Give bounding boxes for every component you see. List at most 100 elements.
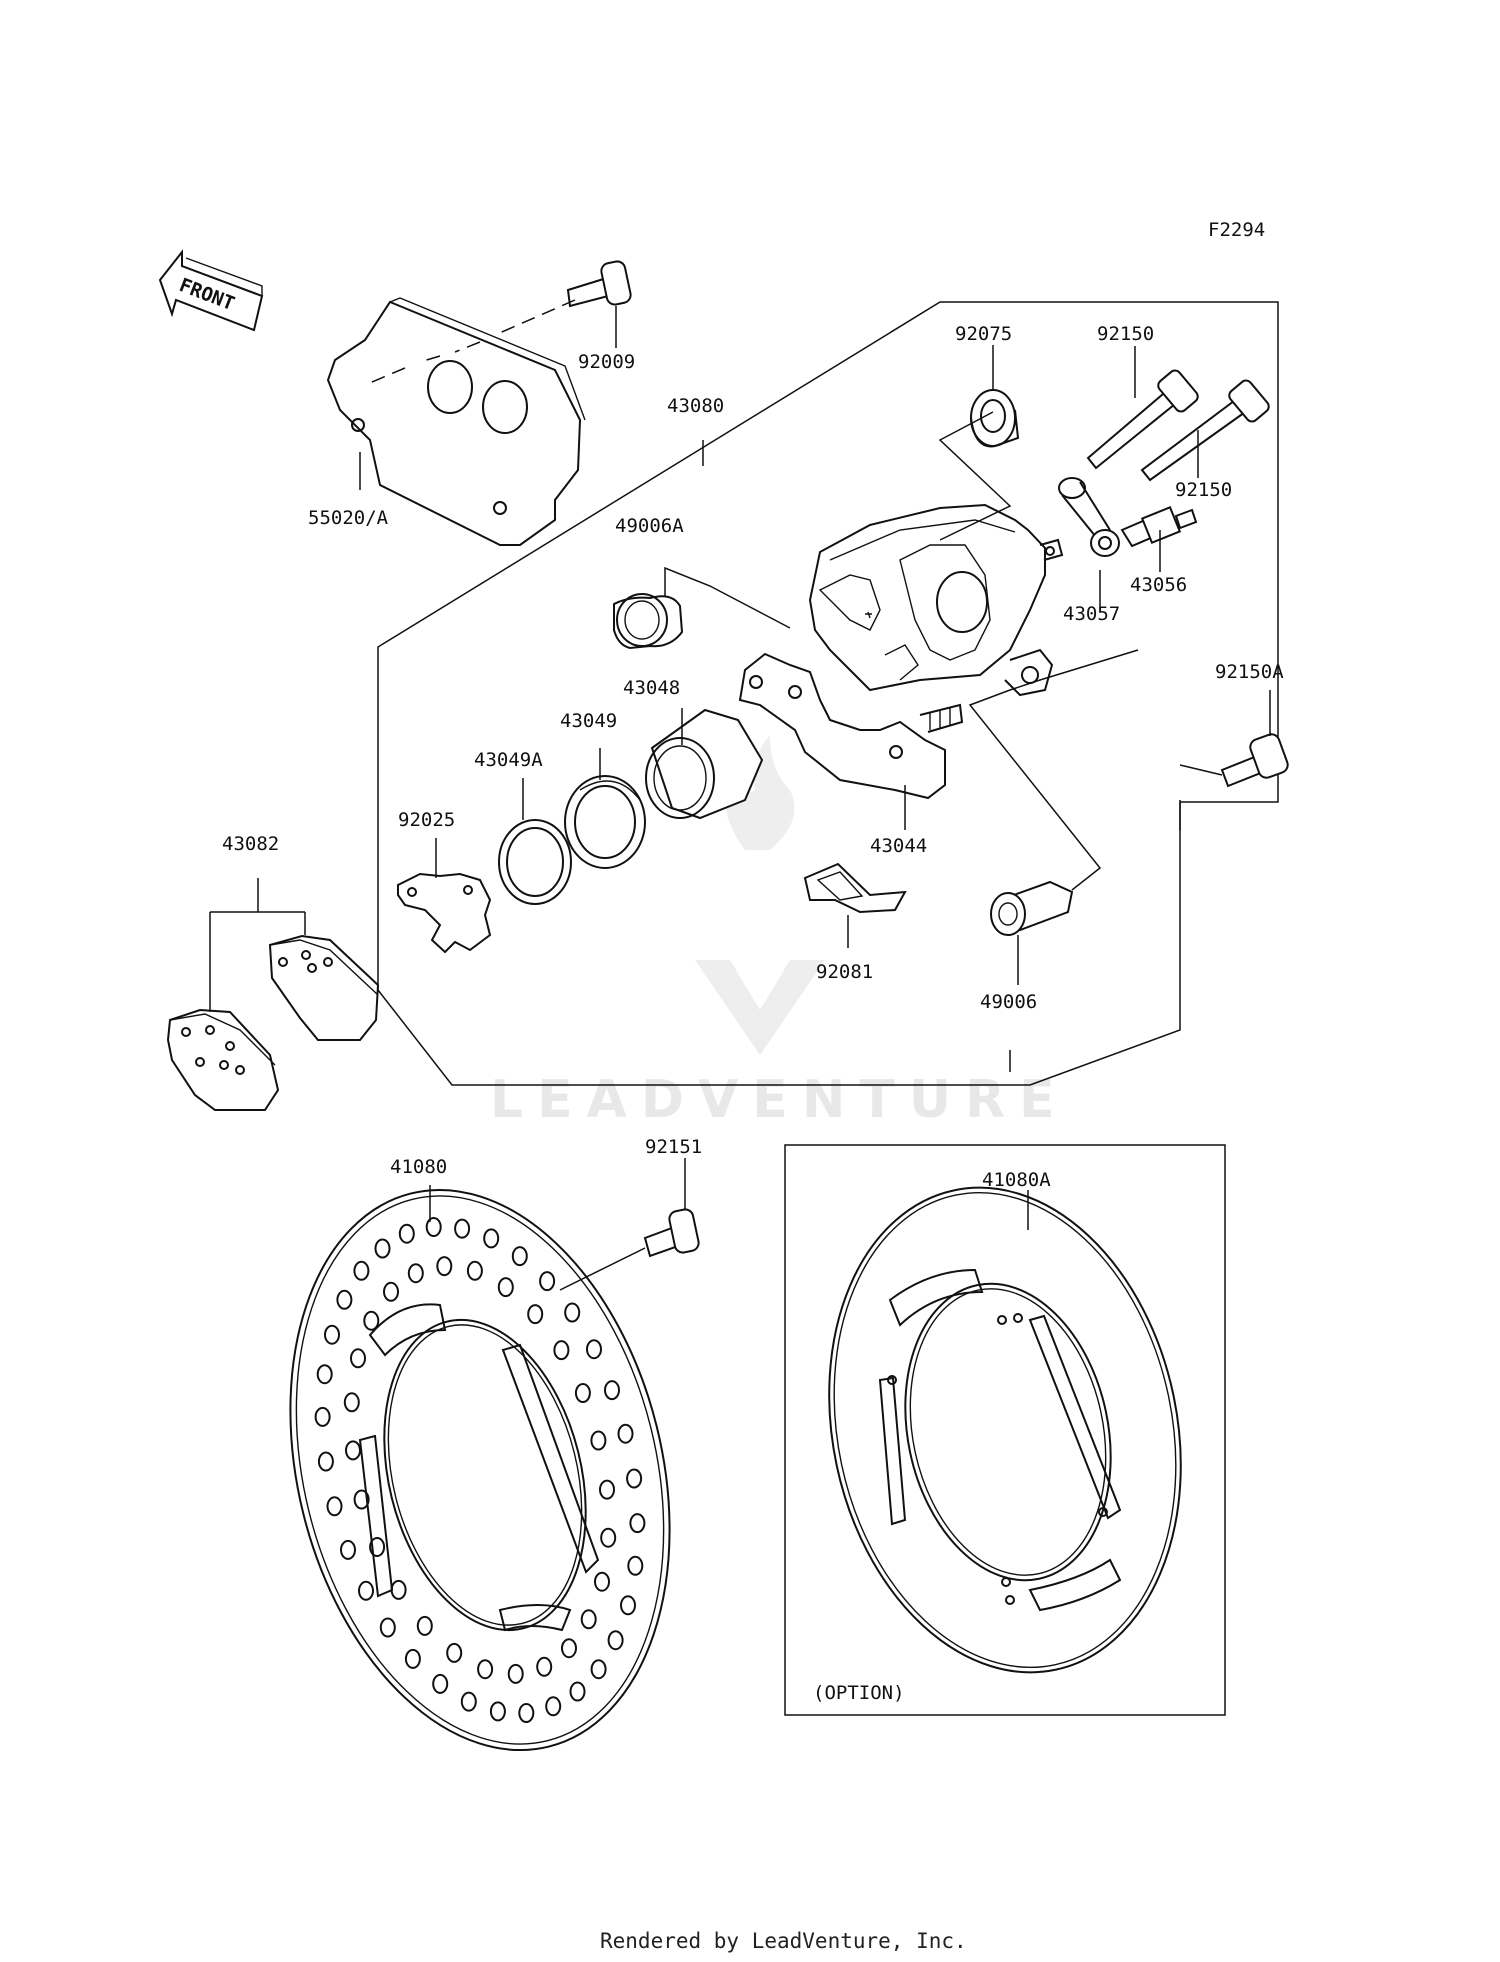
disc-hole bbox=[539, 1271, 556, 1292]
part-label-43082: 43082 bbox=[222, 833, 279, 855]
disc-hole bbox=[518, 1703, 535, 1723]
footer-credit: Rendered by LeadVenture, Inc. bbox=[600, 1929, 967, 1953]
pin-92150-upper bbox=[1086, 369, 1199, 470]
option-box: (OPTION) bbox=[784, 1144, 1226, 1716]
disc-hole bbox=[590, 1430, 607, 1451]
disc-hole bbox=[607, 1630, 624, 1651]
disc-hole bbox=[317, 1451, 334, 1472]
disc-hole bbox=[432, 1673, 449, 1694]
disc-hole bbox=[590, 1659, 607, 1680]
part-labels: 92009 55020/A 43080 92075 92150 92150 49… bbox=[222, 323, 1284, 1191]
front-arrow-icon: FRONT bbox=[158, 249, 264, 332]
bracket-55020A bbox=[326, 297, 586, 546]
disc-hole bbox=[404, 1648, 421, 1669]
part-label-92075: 92075 bbox=[955, 323, 1012, 345]
part-label-92150A: 92150A bbox=[1215, 661, 1284, 683]
bolt-92150A bbox=[1220, 733, 1289, 788]
disc-hole bbox=[545, 1696, 562, 1717]
disc-hole bbox=[353, 1260, 370, 1281]
disc-hole bbox=[574, 1383, 591, 1403]
disc-hole bbox=[446, 1642, 463, 1663]
disc-hole bbox=[345, 1440, 361, 1461]
bleeder-valve-43056 bbox=[1120, 506, 1198, 548]
disc-hole bbox=[454, 1218, 471, 1239]
disc-hole bbox=[314, 1406, 331, 1427]
leadventure-watermark: LEADVENTURE bbox=[490, 735, 1069, 1130]
disc-hole bbox=[586, 1339, 602, 1360]
disc-hole bbox=[379, 1617, 396, 1638]
shim-92025 bbox=[397, 872, 492, 954]
disc-hole bbox=[383, 1281, 399, 1302]
disc-hole bbox=[466, 1260, 483, 1281]
disc-hole bbox=[460, 1691, 477, 1712]
disc-hole bbox=[594, 1571, 610, 1592]
part-label-43048: 43048 bbox=[623, 677, 680, 699]
part-label-43044: 43044 bbox=[870, 835, 927, 857]
seal-43049A bbox=[498, 819, 572, 905]
bracket-43044 bbox=[738, 652, 964, 800]
boot-49006 bbox=[990, 880, 1074, 936]
disc-hole bbox=[604, 1380, 620, 1401]
figure-code: F2294 bbox=[1208, 219, 1265, 241]
disc-hole bbox=[336, 1289, 353, 1310]
watermark-text: LEADVENTURE bbox=[490, 1070, 1069, 1130]
disc-hole bbox=[343, 1392, 360, 1413]
assembly-outline bbox=[377, 301, 1279, 1086]
part-label-41080A: 41080A bbox=[982, 1169, 1051, 1191]
disc-hole bbox=[617, 1423, 634, 1444]
disc-hole bbox=[340, 1539, 356, 1560]
spring-92081 bbox=[803, 862, 907, 914]
disc-hole bbox=[353, 1489, 370, 1510]
disc-hole bbox=[511, 1246, 528, 1267]
disc-hole bbox=[407, 1263, 424, 1284]
disc-hole bbox=[497, 1277, 514, 1298]
disc-hole bbox=[553, 1340, 570, 1361]
disc-hole bbox=[477, 1659, 494, 1680]
disc-hole bbox=[416, 1615, 433, 1636]
disc-hole bbox=[600, 1527, 617, 1548]
disc-hole bbox=[326, 1496, 343, 1517]
bolt-92151 bbox=[643, 1208, 700, 1258]
disc-hole bbox=[425, 1217, 442, 1237]
part-label-92009: 92009 bbox=[578, 351, 635, 373]
part-label-49006: 49006 bbox=[980, 991, 1037, 1013]
seal-43049 bbox=[564, 775, 646, 869]
front-label: FRONT bbox=[176, 274, 237, 315]
disc-hole bbox=[390, 1579, 407, 1600]
part-label-92150-right: 92150 bbox=[1175, 479, 1232, 501]
disc-hole bbox=[536, 1656, 553, 1677]
disc-hole bbox=[398, 1223, 415, 1244]
part-label-41080: 41080 bbox=[390, 1156, 447, 1178]
part-label-43056: 43056 bbox=[1130, 574, 1187, 596]
disc-hole bbox=[483, 1228, 500, 1249]
disc-hole bbox=[316, 1364, 333, 1385]
part-label-92151: 92151 bbox=[645, 1136, 702, 1158]
part-label-43049A: 43049A bbox=[474, 749, 543, 771]
option-label: (OPTION) bbox=[813, 1682, 905, 1704]
disc-hole bbox=[363, 1310, 380, 1331]
boot-49006A bbox=[613, 593, 684, 650]
disc-hole bbox=[626, 1468, 643, 1489]
part-label-43057: 43057 bbox=[1063, 603, 1120, 625]
brake-disc-41080 bbox=[289, 1188, 671, 1752]
part-label-43049: 43049 bbox=[560, 710, 617, 732]
disc-hole bbox=[489, 1701, 506, 1722]
leader-lines bbox=[359, 306, 1271, 1291]
bolt-92009 bbox=[364, 260, 632, 386]
disc-hole bbox=[358, 1580, 374, 1601]
disc-hole bbox=[569, 1681, 586, 1702]
part-label-92025: 92025 bbox=[398, 809, 455, 831]
disc-hole bbox=[436, 1256, 453, 1277]
bleeder-cap-43057 bbox=[1058, 477, 1120, 557]
disc-hole bbox=[629, 1513, 646, 1534]
brake-pads-43082 bbox=[166, 878, 380, 1111]
disc-hole bbox=[507, 1663, 524, 1684]
part-label-55020A: 55020/A bbox=[308, 507, 389, 529]
part-label-43080: 43080 bbox=[667, 395, 724, 417]
piston-43048 bbox=[645, 708, 764, 820]
part-label-49006A: 49006A bbox=[615, 515, 684, 537]
disc-hole bbox=[564, 1302, 581, 1323]
part-label-92150-top: 92150 bbox=[1097, 323, 1154, 345]
disc-hole bbox=[350, 1348, 366, 1369]
